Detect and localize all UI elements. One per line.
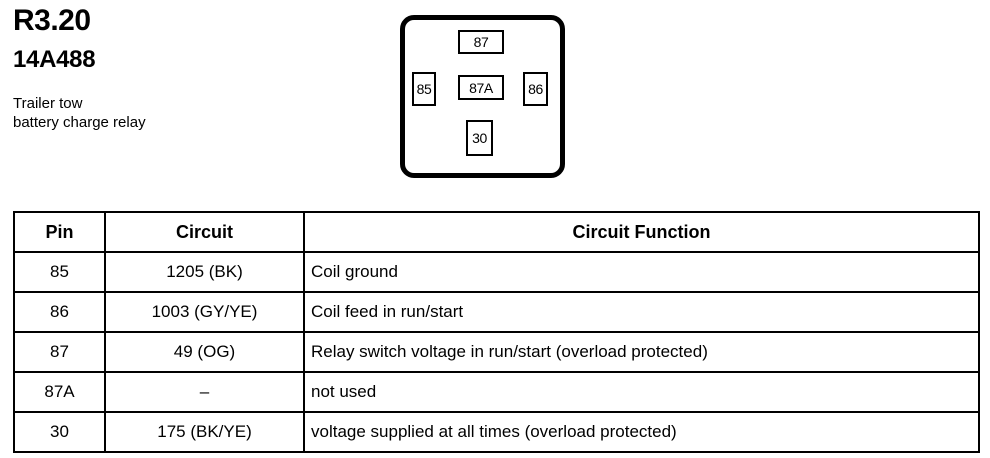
cell-circuit: 175 (BK/YE) — [104, 411, 305, 453]
terminal-86: 86 — [523, 72, 548, 106]
cell-circuit: – — [104, 371, 305, 413]
table-row: 87A – not used — [13, 371, 980, 413]
relay-description: Trailer tow battery charge relay — [13, 95, 146, 131]
cell-pin: 86 — [13, 291, 106, 333]
table-row: 85 1205 (BK) Coil ground — [13, 251, 980, 293]
cell-pin: 30 — [13, 411, 106, 453]
table-header-row: Pin Circuit Circuit Function — [13, 211, 980, 253]
terminal-87a: 87A — [458, 75, 504, 100]
cell-circuit: 49 (OG) — [104, 331, 305, 373]
table-row: 30 175 (BK/YE) voltage supplied at all t… — [13, 411, 980, 453]
cell-circuit: 1205 (BK) — [104, 251, 305, 293]
header-circuit: Circuit — [104, 211, 305, 253]
cell-function: voltage supplied at all times (overload … — [303, 411, 980, 453]
terminal-87: 87 — [458, 30, 504, 54]
cell-circuit: 1003 (GY/YE) — [104, 291, 305, 333]
cell-pin: 87A — [13, 371, 106, 413]
cell-pin: 87 — [13, 331, 106, 373]
header-circuit-function: Circuit Function — [303, 211, 980, 253]
cell-function: not used — [303, 371, 980, 413]
table-row: 87 49 (OG) Relay switch voltage in run/s… — [13, 331, 980, 373]
cell-function: Coil ground — [303, 251, 980, 293]
header-pin: Pin — [13, 211, 106, 253]
terminal-85: 85 — [412, 72, 436, 106]
relay-header: R3.20 14A488 Trailer tow battery charge … — [13, 4, 353, 132]
pin-assignment-table: Pin Circuit Circuit Function 85 1205 (BK… — [13, 211, 980, 453]
relay-code: R3.20 — [13, 4, 91, 37]
cell-function: Relay switch voltage in run/start (overl… — [303, 331, 980, 373]
relay-pinout-diagram: 87 85 87A 86 30 — [400, 15, 565, 178]
cell-pin: 85 — [13, 251, 106, 293]
cell-function: Coil feed in run/start — [303, 291, 980, 333]
terminal-30: 30 — [466, 120, 493, 156]
table-row: 86 1003 (GY/YE) Coil feed in run/start — [13, 291, 980, 333]
part-number: 14A488 — [13, 46, 96, 73]
